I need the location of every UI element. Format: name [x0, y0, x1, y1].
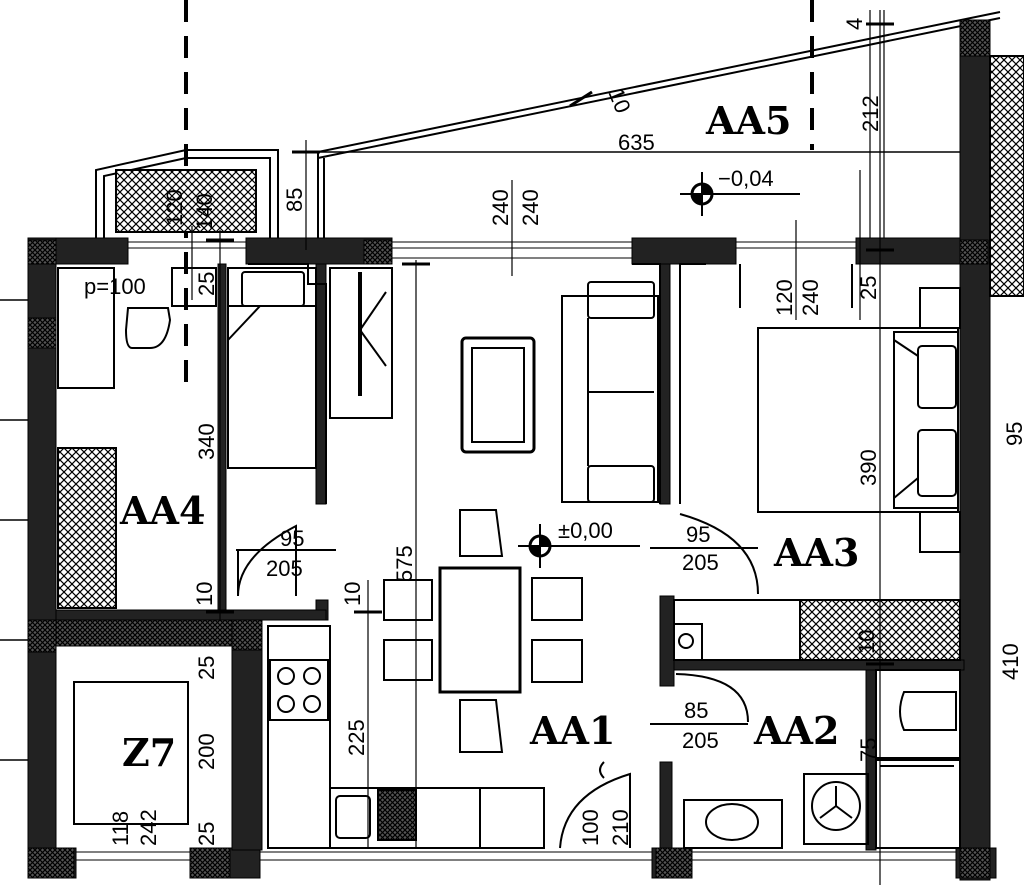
- dim-10-diag: 10: [603, 85, 635, 117]
- dim-25-c: 25: [194, 822, 219, 846]
- dim-25-a: 25: [194, 272, 219, 296]
- dim-85-bottom: 85: [684, 698, 708, 723]
- room-label-aa1: AA1: [529, 708, 615, 753]
- partitions: [55, 263, 965, 851]
- dim-120-window: 120: [162, 189, 187, 226]
- bath2-fixtures: [683, 669, 961, 849]
- dim-390: 390: [856, 449, 881, 486]
- level-marker-floor: [518, 524, 640, 568]
- kitchen-counter: [267, 625, 545, 849]
- wardrobe: [329, 267, 393, 419]
- note-p100: p=100: [84, 274, 146, 299]
- level-floor: ±0,00: [558, 518, 613, 543]
- dim-10-b: 10: [340, 582, 365, 606]
- level-terrace: −0,04: [718, 166, 774, 191]
- living-furniture: [460, 281, 659, 503]
- dim-205-bottom: 205: [682, 728, 719, 753]
- dim-210: 210: [608, 809, 633, 846]
- dim-95-edge: 95: [1002, 422, 1024, 446]
- bedroom-furniture: [673, 287, 961, 661]
- bed-small: [227, 267, 317, 469]
- dim-205-right: 205: [682, 550, 719, 575]
- room-label-aa4: AA4: [119, 488, 205, 533]
- dim-140-window: 140: [192, 193, 217, 230]
- dim-240-b: 240: [518, 189, 543, 226]
- dim-ticks: [206, 22, 894, 666]
- level-marker-terrace: [680, 172, 800, 216]
- dim-10-c: 10: [854, 630, 879, 654]
- dim-118: 118: [108, 811, 133, 846]
- dim-242: 242: [136, 809, 161, 846]
- dim-100: 100: [578, 809, 603, 846]
- dim-240-right: 240: [798, 279, 823, 316]
- dim-75: 75: [856, 738, 881, 762]
- doors: [236, 264, 853, 849]
- dim-25-right: 25: [856, 276, 881, 300]
- dim-10-a: 10: [192, 582, 217, 606]
- dim-4: 4: [842, 18, 867, 30]
- room-label-z7: Z7: [122, 730, 176, 775]
- terrace-outline: [300, 10, 1001, 260]
- dim-85-top: 85: [282, 188, 307, 212]
- dim-212: 212: [858, 95, 883, 132]
- dim-200: 200: [194, 733, 219, 770]
- stair-edge: [0, 299, 28, 761]
- dim-410: 410: [998, 643, 1023, 680]
- bay-window: [95, 149, 279, 238]
- dim-205-left: 205: [266, 556, 303, 581]
- dim-225: 225: [344, 719, 369, 756]
- dim-120-right: 120: [772, 279, 797, 316]
- dim-575: 575: [392, 545, 417, 582]
- room-label-aa5: AA5: [705, 98, 791, 143]
- dim-635: 635: [618, 130, 655, 155]
- room-label-aa2: AA2: [753, 708, 839, 753]
- bathroom-fixtures: [57, 267, 217, 609]
- dim-95-left: 95: [280, 526, 304, 551]
- dim-25-b: 25: [194, 656, 219, 680]
- room-label-aa3: AA3: [773, 530, 859, 575]
- facade-panel: [989, 55, 1024, 297]
- dim-240-a: 240: [488, 189, 513, 226]
- storage-box: [73, 681, 189, 825]
- dim-95-right: 95: [686, 522, 710, 547]
- dim-340: 340: [194, 423, 219, 460]
- dimension-lines: [191, 10, 881, 885]
- t-columns: [248, 263, 706, 504]
